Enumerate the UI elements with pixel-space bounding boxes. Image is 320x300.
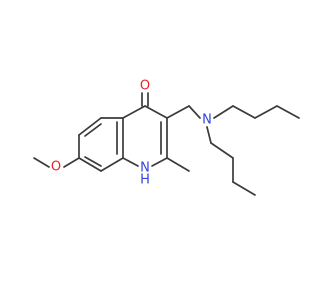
bond-c4-c3 (144, 105, 168, 119)
bond-c7-c8-inner (84, 156, 102, 167)
bond-n-butyl1-c1 (213, 105, 234, 119)
amine-nitrogen-label: N (202, 113, 212, 128)
bond-c4a-c4 (122, 105, 146, 119)
bond-c2-methyl (166, 157, 190, 172)
bond-ch2-n (188, 105, 201, 119)
bond-butyl1-c1-c2 (232, 105, 256, 119)
bond-c8-c8a (100, 157, 124, 172)
bond-c7-c8 (78, 157, 102, 172)
bond-butyl1-c2-c3 (254, 105, 278, 119)
chemical-structure: O O N N H (33, 79, 300, 196)
bond-omethoxy-ch3 (33, 157, 50, 168)
bond-c5-c6 (78, 117, 102, 136)
bond-n1-c8a (122, 157, 139, 167)
bond-c5-c6-inner (84, 123, 102, 137)
bond-butyl1-c3-c4 (276, 105, 300, 119)
ring-nitrogen-hydrogen-label: H (140, 173, 150, 188)
bond-c3-ch2 (166, 105, 190, 119)
bond-butyl2-c3-c4 (232, 181, 256, 196)
ketone-oxygen-label: O (140, 79, 150, 94)
bond-n-butyl2-c1 (206, 126, 212, 144)
bond-c7-omethoxy (63, 157, 80, 168)
methoxy-oxygen-label: O (51, 160, 61, 175)
ring-nitrogen-label: N (140, 161, 150, 176)
bond-c2-n1 (151, 157, 168, 167)
bond-butyl2-c1-c2 (210, 142, 234, 159)
structure-canvas: O O N N H (33, 78, 300, 196)
